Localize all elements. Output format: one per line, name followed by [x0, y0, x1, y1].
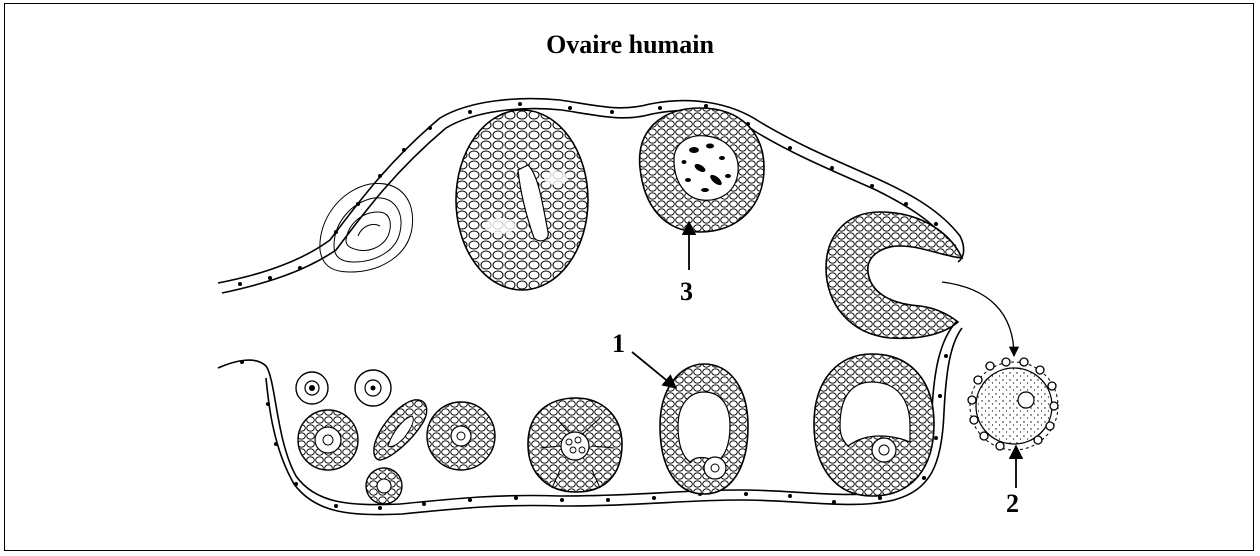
- label-1: 1: [612, 329, 625, 358]
- corpus-albicans: [320, 183, 413, 272]
- atretic-follicle: [640, 108, 764, 232]
- released-oocyte: [968, 358, 1058, 450]
- corpus-luteum: [456, 110, 588, 290]
- label-2: 2: [1006, 489, 1019, 518]
- label-3: 3: [680, 277, 693, 306]
- antral-follicle: [660, 364, 748, 494]
- ovulating-follicle: [826, 212, 962, 338]
- secondary-follicle: [528, 398, 622, 492]
- mature-follicle: [814, 354, 934, 496]
- label-1-arrow: [632, 352, 676, 388]
- primordial-follicles: [296, 370, 495, 504]
